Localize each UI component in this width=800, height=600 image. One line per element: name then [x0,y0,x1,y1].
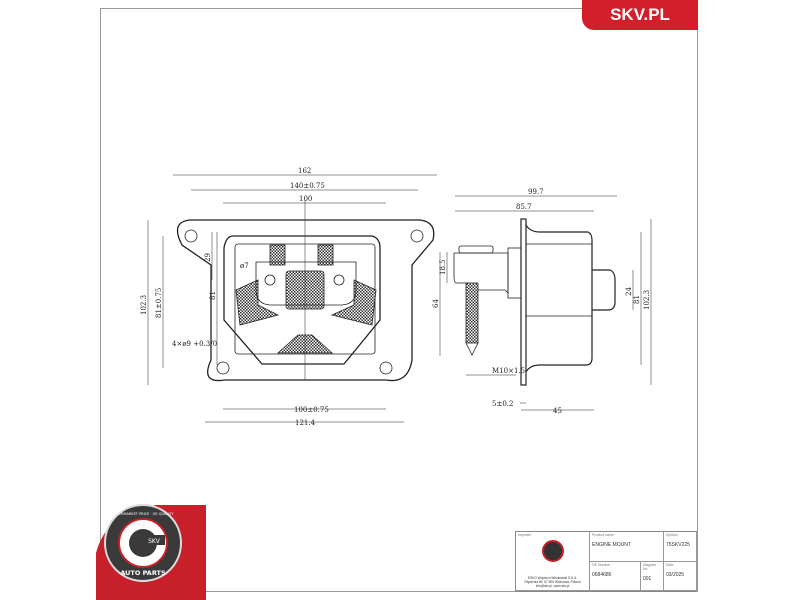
dim-label: 100 [299,195,312,203]
dim-label: 100±0.75 [294,406,329,414]
bolt-hole [379,361,393,375]
bolt-hole [184,229,198,243]
dim-label: 85.7 [516,203,532,211]
dim-label: 18.5 [439,259,447,275]
drawing-frame [100,8,698,592]
dim-label: 81 [633,295,641,304]
diagram-cell: Diagram No 001 [641,562,664,591]
dim-label: M10×1.5 [492,367,525,375]
diagram-value: 001 [643,576,652,582]
date-cell: Date 03/2025 [664,562,697,591]
seal-top-text: AFTERMARKET PRICE · OE QUALITY [112,512,174,516]
dim-label: ø7 [240,262,249,270]
dim-label: 81 [209,291,217,300]
product-name-cell: Product name ENGINE MOUNT [590,532,664,562]
seal-center-text: SKV [148,538,161,545]
brand-logo[interactable]: SKV.PL [582,0,698,30]
importer-line: info@skv.pl, www.skv.pl [535,584,570,588]
dim-label: 102.3 [140,295,148,315]
date-value: 03/2025 [666,572,685,578]
dim-label: 140±0.75 [290,182,325,190]
oe-value: 0684686 [592,572,612,578]
dim-label: 45 [553,407,562,415]
importer-line: ESKO Wojciech Wiśniewski S.K.A. [527,576,578,580]
date-label: Date [666,563,674,567]
product-name-label: Product name [592,533,614,537]
bolt-hole [410,229,424,243]
dim-label: 5±0.2 [492,400,513,408]
dim-label: 162 [298,167,311,175]
importer-cell: Importer ESKO Wojciech Wiśniewski S.K.A.… [516,532,590,591]
oe-cell: OE Number 0684686 [590,562,641,591]
seal-bottom-text: AUTO PARTS [120,569,166,577]
symbol-cell: Symbol 75SKV225 [664,532,697,562]
symbol-label: Symbol [666,533,678,537]
skv-seal-logo: SKV AUTO PARTS AFTERMARKET PRICE · OE QU… [96,504,206,600]
dim-label: 81±0.75 [155,288,163,318]
title-block: Importer ESKO Wojciech Wiśniewski S.K.A.… [515,531,697,592]
side-view [439,195,652,411]
dim-label: 99.7 [528,188,544,196]
importer-label: Importer [518,533,532,537]
bolt-hole [216,361,230,375]
product-name-value: ENGINE MOUNT [592,542,631,548]
dim-label: 29 [204,253,212,262]
side-view-dimensions: 99.7 85.7 18.5 64 24 81 102.3 M10×1.5 5±… [432,188,651,415]
oe-label: OE Number [592,563,611,567]
importer-logo [541,540,564,562]
diagram-label: Diagram No [643,563,657,571]
dim-label: 64 [432,299,440,308]
dim-label: 4×ø9 +0.3/0 [172,340,217,348]
dim-label: 102.3 [643,290,651,310]
importer-line: Papiernia 65, 67-900 Wschowa, Poland [524,580,581,584]
dim-label: 121.4 [295,419,316,427]
front-view-dimensions: 162 140±0.75 100 102.3 81±0.75 81 29 ø7 … [140,167,329,427]
dim-label: 24 [625,287,633,296]
front-view [147,174,437,423]
symbol-value: 75SKV225 [666,542,690,548]
